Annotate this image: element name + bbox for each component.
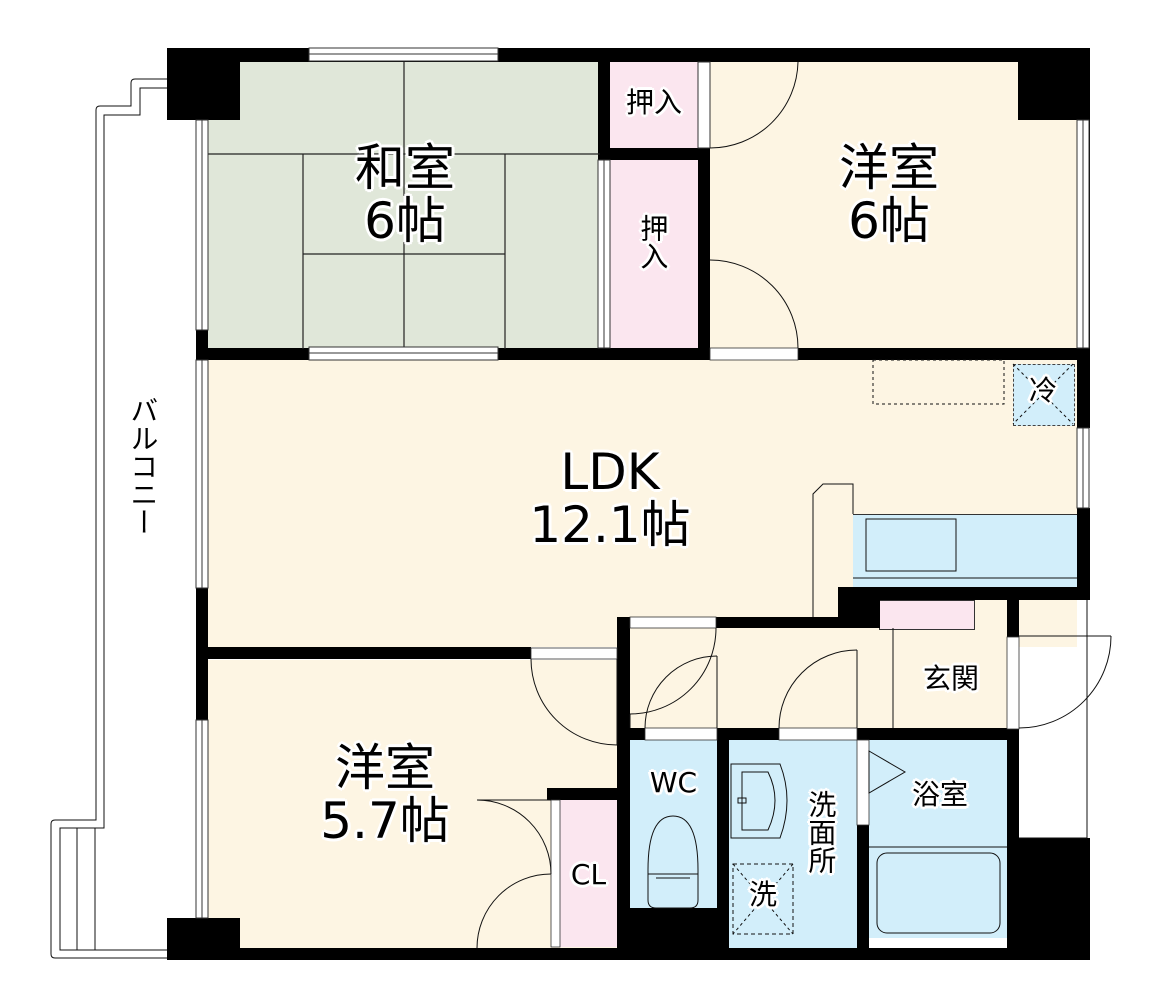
wall-oshiire-left <box>598 48 610 158</box>
wall-kitchen-bottom <box>838 587 1090 600</box>
fridge-label: 冷 <box>1028 374 1057 407</box>
kitchen-counter <box>853 514 1077 588</box>
yoshitsu-sw-label: 洋室 5.7帖 <box>300 742 470 847</box>
wc-label: WC <box>649 766 698 799</box>
wall-closet-top <box>547 788 617 800</box>
washitsu-size: 6帖 <box>364 191 446 250</box>
bath-room <box>869 740 1007 938</box>
yoshitsu-sw-room <box>207 660 617 948</box>
pillar-se <box>1017 838 1090 960</box>
ldk-size: 12.1帖 <box>529 495 691 554</box>
balcony-label: バルコニー <box>126 396 160 536</box>
wall-wc-right <box>717 728 729 960</box>
yoshitsu-sw-name: 洋室 <box>335 739 435 797</box>
senmenjo-room <box>729 740 857 948</box>
closet-room <box>560 800 617 947</box>
wall-senmen-right <box>857 825 869 960</box>
wall-oshiire-divider <box>598 148 710 160</box>
wall-right-kitchen <box>1077 508 1090 600</box>
washitsu-name: 和室 <box>355 139 455 197</box>
wall-hall-left <box>617 617 630 960</box>
yoshitsu-sw-size: 5.7帖 <box>320 791 450 850</box>
wall-hall-top <box>617 617 879 628</box>
yoshitsu-ne-label: 洋室 6帖 <box>814 142 964 247</box>
wall-bath-right <box>1007 728 1019 958</box>
oshiire-top-label: 押入 <box>625 86 682 119</box>
shoe-cabinet <box>879 600 975 630</box>
wall-ldk-right-lower <box>813 587 838 617</box>
oshiire-top <box>610 62 698 148</box>
senmenjo-label: 洗面所 <box>804 790 838 874</box>
bath-label: 浴室 <box>911 778 968 811</box>
genkan-label: 玄関 <box>922 662 979 695</box>
yoshitsu-ne-room <box>708 62 1078 349</box>
pillar-nw <box>167 48 240 120</box>
yoshitsu-ne-name: 洋室 <box>839 139 939 197</box>
washer-label: 洗 <box>748 878 777 911</box>
oshiire-mid <box>610 160 698 349</box>
yoshitsu-ne-size: 6帖 <box>848 191 930 250</box>
wall-bottom <box>167 948 1090 960</box>
pillar-sw <box>167 918 240 960</box>
oshiire-mid-label: 押入 <box>636 214 670 270</box>
wc-room <box>630 740 717 908</box>
ldk-label: LDK 12.1帖 <box>500 446 720 551</box>
washitsu-label: 和室 6帖 <box>330 142 480 247</box>
closet-label: CL <box>570 858 607 891</box>
wall-ldk-bottom <box>196 647 531 659</box>
ldk-name: LDK <box>560 443 660 501</box>
